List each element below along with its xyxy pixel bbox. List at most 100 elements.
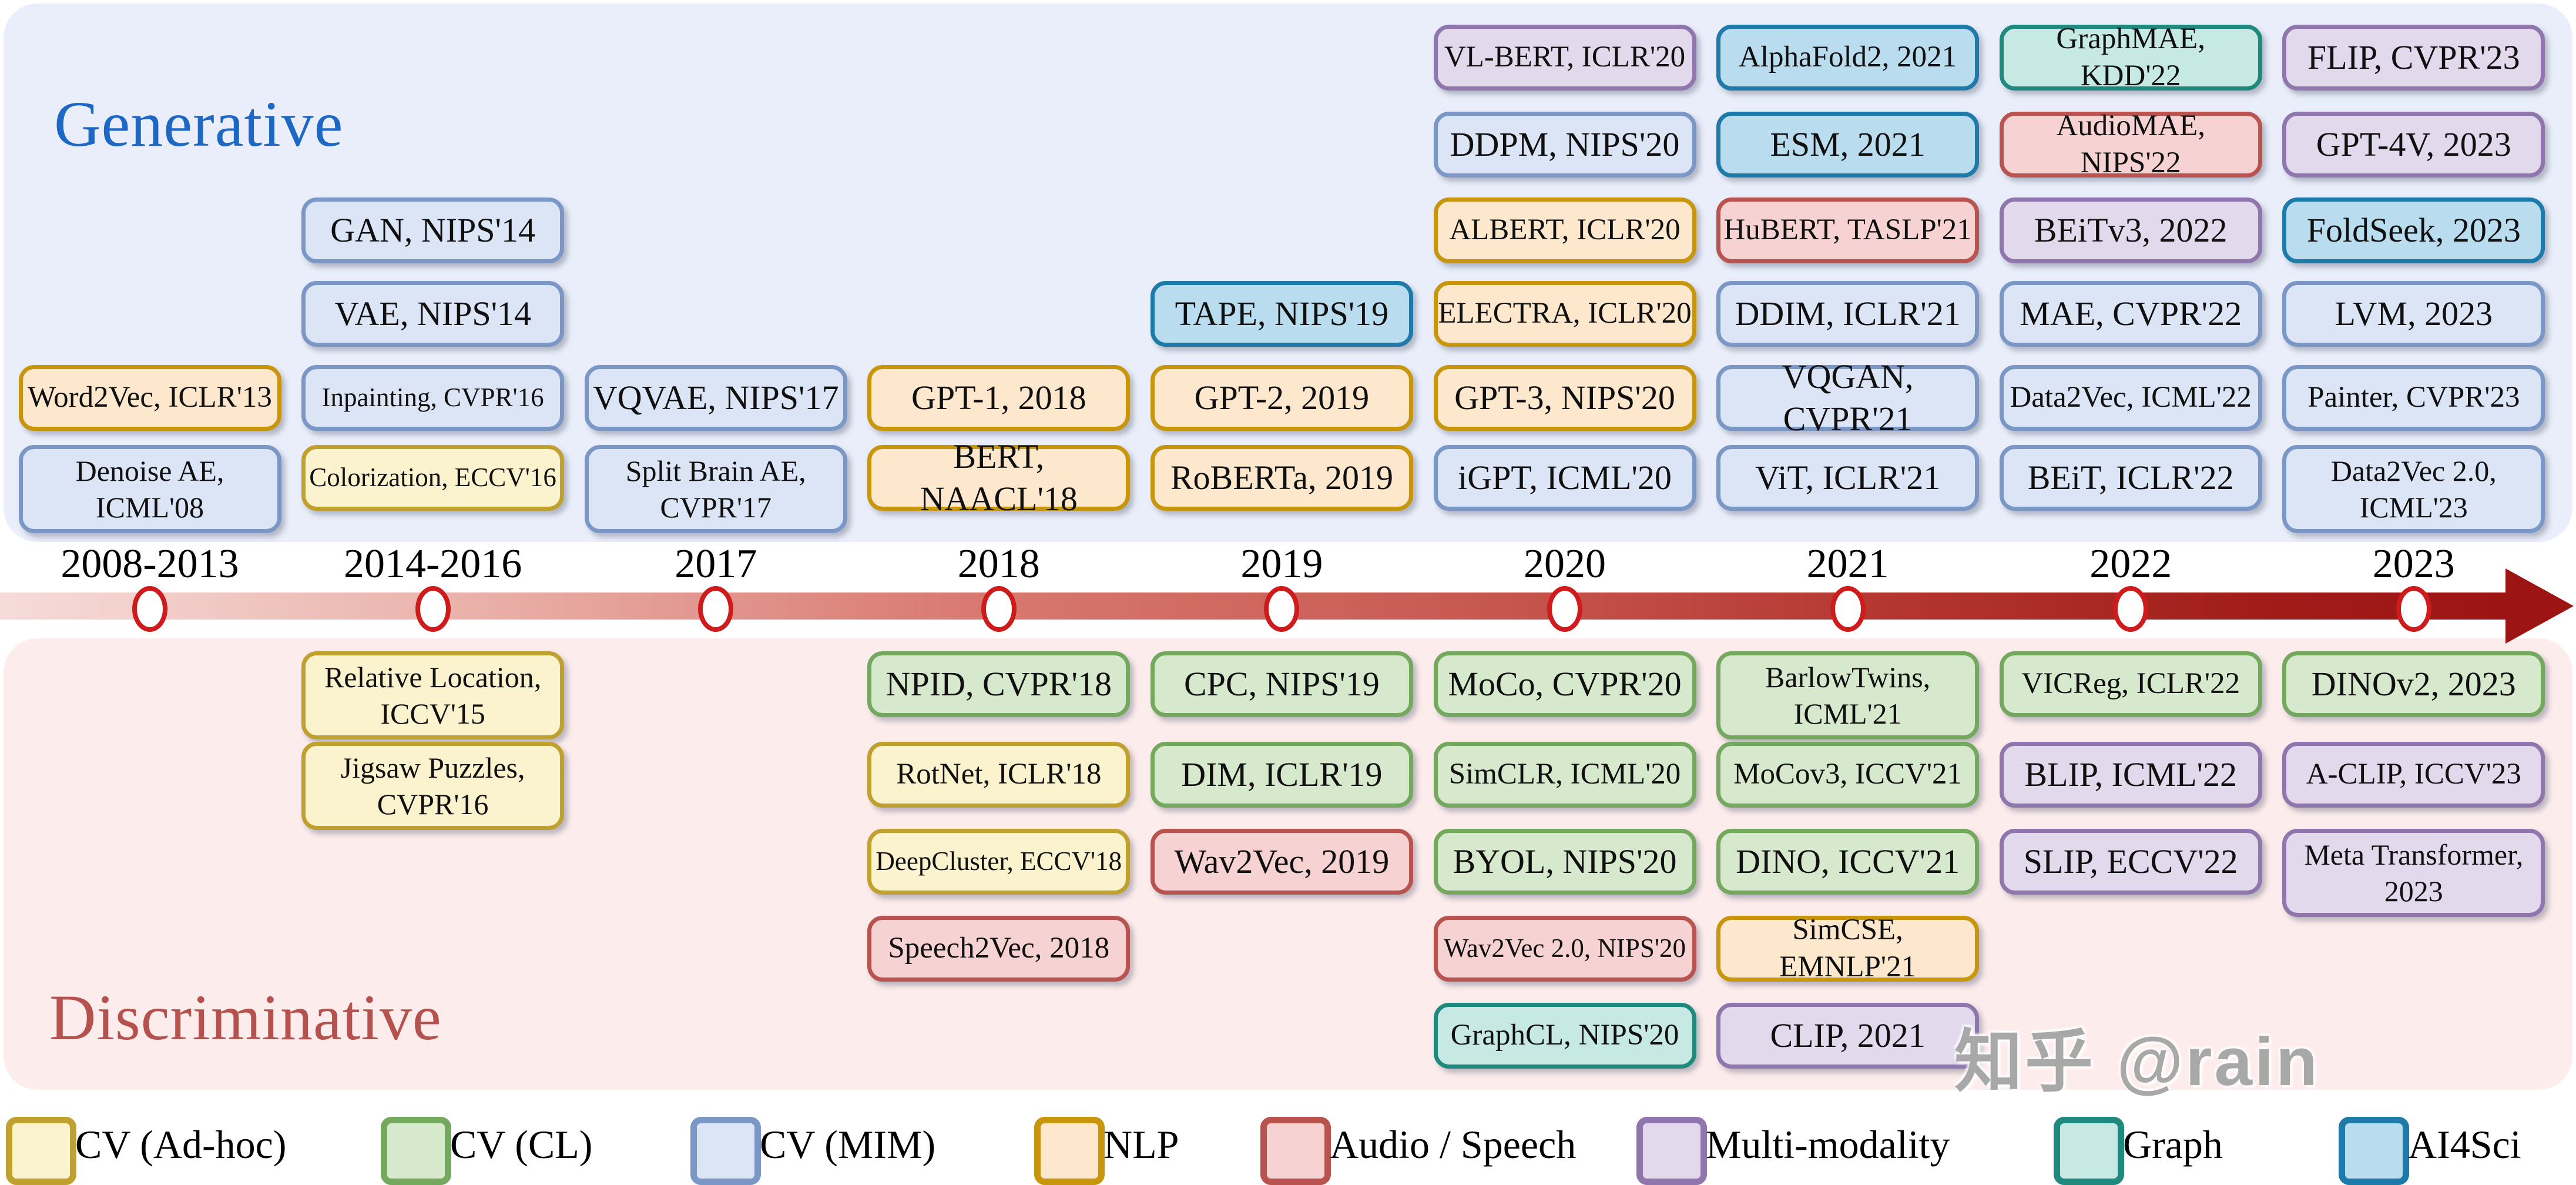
legend-swatch-cv_mim bbox=[690, 1117, 761, 1185]
method-box: ALBERT, ICLR'20 bbox=[1433, 198, 1696, 263]
method-box: Meta Transformer,2023 bbox=[2282, 829, 2545, 917]
timeline-tick-circle bbox=[2396, 586, 2431, 632]
method-box: CLIP, 2021 bbox=[1716, 1003, 1980, 1069]
timeline-year-label: 2019 bbox=[1240, 541, 1323, 587]
method-box: VICReg, ICLR'22 bbox=[1999, 651, 2262, 717]
method-box: Painter, CVPR'23 bbox=[2282, 365, 2545, 431]
legend-label-graph: Graph bbox=[2123, 1122, 2223, 1167]
legend-label-audio: Audio / Speech bbox=[1330, 1122, 1577, 1167]
legend-label-nlp: NLP bbox=[1103, 1122, 1179, 1167]
method-box: Word2Vec, ICLR'13 bbox=[18, 365, 281, 431]
method-box-label-line: Split Brain AE, bbox=[625, 454, 806, 487]
method-box: Inpainting, CVPR'16 bbox=[301, 365, 565, 431]
legend-swatch-cv_cl bbox=[381, 1117, 451, 1185]
method-box: GAN, NIPS'14 bbox=[301, 198, 565, 263]
method-box: MAE, CVPR'22 bbox=[1999, 281, 2262, 347]
method-box: GPT-2, 2019 bbox=[1150, 365, 1413, 431]
method-box: GPT-1, 2018 bbox=[867, 365, 1131, 431]
timeline-year-label: 2023 bbox=[2372, 541, 2455, 587]
method-box: DeepCluster, ECCV'18 bbox=[867, 829, 1131, 895]
method-box: iGPT, ICML'20 bbox=[1433, 445, 1696, 511]
method-box: DINO, ICCV'21 bbox=[1716, 829, 1980, 895]
method-box-label-line: Relative Location, bbox=[324, 661, 542, 694]
method-box: TAPE, NIPS'19 bbox=[1150, 281, 1413, 347]
method-box: Split Brain AE, CVPR'17 bbox=[584, 445, 847, 533]
method-box: MoCo, CVPR'20 bbox=[1433, 651, 1696, 717]
timeline-tick-circle bbox=[132, 586, 167, 632]
method-box: FLIP, CVPR'23 bbox=[2282, 25, 2545, 91]
method-box: VQGAN, CVPR'21 bbox=[1716, 357, 1980, 438]
legend-swatch-multimodal bbox=[1636, 1117, 1707, 1185]
method-box: Colorization, ECCV'16 bbox=[301, 445, 565, 511]
method-box: VQVAE, NIPS'17 bbox=[584, 365, 847, 431]
method-box: BLIP, ICML'22 bbox=[1999, 742, 2262, 808]
legend-swatch-cv_adhoc bbox=[6, 1117, 76, 1185]
timeline-year-label: 2008-2013 bbox=[61, 541, 239, 587]
method-box: LVM, 2023 bbox=[2282, 281, 2545, 347]
method-box: DDIM, ICLR'21 bbox=[1716, 281, 1980, 347]
legend-swatch-audio bbox=[1260, 1117, 1331, 1185]
method-box-label-line: CVPR'17 bbox=[660, 491, 772, 524]
method-box: VAE, NIPS'14 bbox=[301, 281, 565, 347]
method-box: NPID, CVPR'18 bbox=[867, 651, 1131, 717]
method-box-label-line: 2023 bbox=[2384, 875, 2443, 908]
legend-swatch-ai4sci bbox=[2339, 1117, 2409, 1185]
method-box: GPT-3, NIPS'20 bbox=[1433, 365, 1696, 431]
method-box: DINOv2, 2023 bbox=[2282, 651, 2545, 717]
method-box: Data2Vec 2.0,ICML'23 bbox=[2282, 445, 2545, 533]
method-box: MoCov3, ICCV'21 bbox=[1716, 742, 1980, 808]
method-box: VL-BERT, ICLR'20 bbox=[1433, 25, 1696, 91]
legend-label-cv_cl: CV (CL) bbox=[450, 1122, 593, 1167]
method-box: SimCSE, EMNLP'21 bbox=[1716, 913, 1980, 983]
method-box-label-line: ICCV'15 bbox=[380, 697, 485, 730]
method-box: CPC, NIPS'19 bbox=[1150, 651, 1413, 717]
timeline-year-label: 2020 bbox=[1524, 541, 1606, 587]
method-box: ESM, 2021 bbox=[1716, 112, 1980, 178]
method-box: SimCLR, ICML'20 bbox=[1433, 742, 1696, 808]
method-box: GraphMAE, KDD'22 bbox=[1999, 22, 2262, 92]
watermark: 知乎 @rain bbox=[1954, 1023, 2320, 1100]
method-box: RotNet, ICLR'18 bbox=[867, 742, 1131, 808]
method-box: Relative Location,ICCV'15 bbox=[301, 651, 565, 739]
timeline-year-label: 2021 bbox=[1806, 541, 1889, 587]
method-box: Wav2Vec 2.0, NIPS'20 bbox=[1433, 916, 1696, 982]
timeline-tick-circle bbox=[698, 586, 734, 632]
timeline-year-label: 2022 bbox=[2089, 541, 2172, 587]
method-box: DIM, ICLR'19 bbox=[1150, 742, 1413, 808]
method-box-label-line: ICML'21 bbox=[1793, 697, 1902, 730]
method-box-label-line: Denoise AE, bbox=[75, 454, 224, 487]
method-box: Data2Vec, ICML'22 bbox=[1999, 365, 2262, 431]
timeline-tick-circle bbox=[415, 586, 451, 632]
legend-swatch-graph bbox=[2054, 1117, 2124, 1185]
method-box: Jigsaw Puzzles, CVPR'16 bbox=[301, 742, 565, 830]
method-box-label-line: ICML'23 bbox=[2359, 491, 2468, 524]
method-box: Wav2Vec, 2019 bbox=[1150, 829, 1413, 895]
method-box-label-line: BarlowTwins, bbox=[1765, 661, 1931, 694]
legend-swatch-nlp bbox=[1034, 1117, 1105, 1185]
legend-label-cv_adhoc: CV (Ad-hoc) bbox=[75, 1122, 287, 1167]
method-box: BEiTv3, 2022 bbox=[1999, 198, 2262, 263]
timeline-arrowhead-icon bbox=[2505, 568, 2574, 644]
method-box: AlphaFold2, 2021 bbox=[1716, 25, 1980, 91]
method-box: DDPM, NIPS'20 bbox=[1433, 112, 1696, 178]
method-box: BERT, NAACL'18 bbox=[867, 437, 1131, 518]
generative-title: Generative bbox=[54, 88, 344, 160]
legend-label-multimodal: Multi-modality bbox=[1706, 1122, 1950, 1167]
timeline-year-label: 2017 bbox=[675, 541, 757, 587]
method-box: GraphCL, NIPS'20 bbox=[1433, 1003, 1696, 1069]
timeline-tick-circle bbox=[2113, 586, 2149, 632]
timeline-year-label: 2014-2016 bbox=[343, 541, 522, 587]
method-box-label-line: Jigsaw Puzzles, bbox=[340, 751, 525, 784]
method-box: FoldSeek, 2023 bbox=[2282, 198, 2545, 263]
timeline-tick-circle bbox=[1547, 586, 1582, 632]
method-box: A-CLIP, ICCV'23 bbox=[2282, 742, 2545, 808]
legend-label-cv_mim: CV (MIM) bbox=[760, 1122, 936, 1167]
method-box: ELECTRA, ICLR'20 bbox=[1433, 281, 1696, 347]
method-box: BarlowTwins,ICML'21 bbox=[1716, 651, 1980, 739]
timeline-tick-circle bbox=[981, 586, 1017, 632]
method-box: GPT-4V, 2023 bbox=[2282, 112, 2545, 178]
method-box: BYOL, NIPS'20 bbox=[1433, 829, 1696, 895]
discriminative-title: Discriminative bbox=[49, 982, 442, 1053]
method-box-label-line: CVPR'16 bbox=[377, 788, 489, 821]
